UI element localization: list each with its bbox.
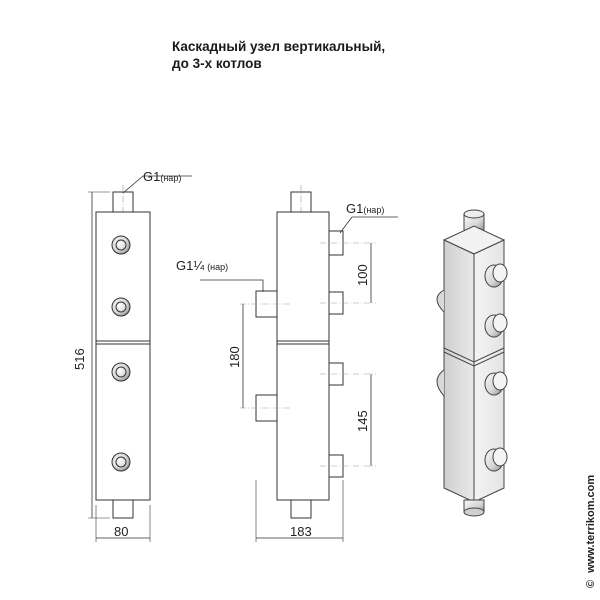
leader-g114 [200, 279, 264, 292]
dimension-100-label: 100 [355, 264, 370, 286]
dimension-side-width-label: 183 [290, 524, 312, 539]
side-view [200, 185, 398, 542]
knob-1 [484, 263, 508, 288]
svg-text:© www.terrikom.com: © www.terrikom.com [585, 475, 597, 588]
drawing-title: Каскадный узел вертикальный, до 3-х котл… [172, 38, 385, 72]
front-nozzles [111, 235, 131, 472]
label-g1-main: G1(нар) [143, 169, 181, 184]
knob-2 [484, 313, 508, 338]
dimension-height-label: 516 [72, 348, 87, 370]
title-line-1: Каскадный узел вертикальный, [172, 39, 386, 54]
isometric-view [436, 209, 508, 517]
nozzle-circle-icon [111, 362, 131, 382]
front-body [95, 211, 151, 501]
dimension-180-label: 180 [227, 346, 242, 368]
leader-g1-main [122, 175, 192, 194]
knob-4 [484, 447, 508, 472]
title-line-2: до 3-х котлов [172, 56, 262, 71]
front-bottom-nipple [112, 499, 134, 519]
dimension-145-label: 145 [355, 410, 370, 432]
nozzle-circle-icon [111, 452, 131, 472]
nozzle-circle-icon [111, 297, 131, 317]
dimension-front-width-label: 80 [114, 524, 128, 539]
knob-3 [484, 371, 508, 396]
nozzle-circle-icon [111, 235, 131, 255]
label-g1-side: G1(нар) [346, 201, 384, 216]
label-g114: G1¼(нар) [176, 258, 228, 273]
side-body [276, 211, 330, 501]
front-view [88, 175, 192, 542]
leader-g1-side [339, 216, 398, 234]
watermark: © www.terrikom.com [585, 475, 597, 588]
